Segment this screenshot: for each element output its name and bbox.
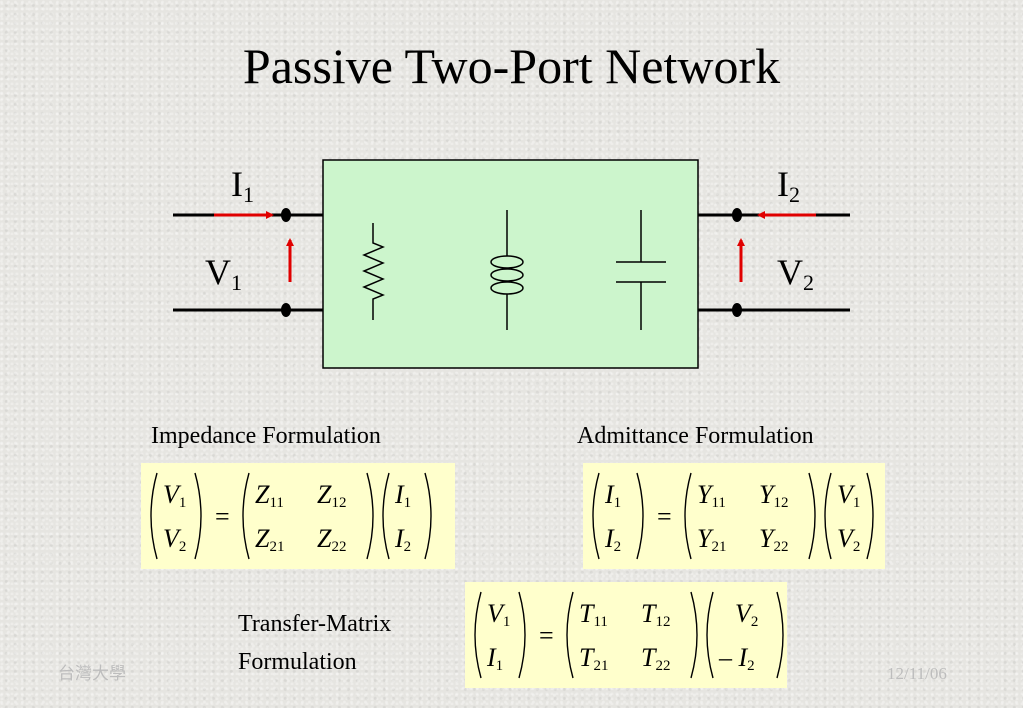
left-paren [242, 472, 250, 560]
transfer-rhs-2: – I2 [718, 643, 755, 674]
network-box [322, 159, 699, 369]
right-paren [424, 472, 432, 560]
admittance-rhs-2: V2 [837, 524, 860, 555]
admittance-m12: Y12 [759, 480, 788, 511]
admittance-m22: Y22 [759, 524, 788, 555]
admittance-heading: Admittance Formulation [577, 423, 814, 449]
footer-date: 12/11/06 [887, 664, 947, 683]
admittance-m21: Y21 [697, 524, 726, 555]
slide-title: Passive Two-Port Network [242, 38, 781, 94]
transfer-rhs-1: V2 [735, 599, 758, 630]
transfer-m12: T12 [641, 599, 670, 630]
port-label-i2: I2 [777, 164, 800, 207]
transfer-m21: T21 [579, 643, 608, 674]
impedance-lhs-2: V2 [163, 524, 186, 555]
admittance-rhs-1: V1 [837, 480, 860, 511]
admittance-lhs-1: I1 [604, 480, 621, 511]
impedance-lhs-1: V1 [163, 480, 186, 511]
right-paren [194, 472, 202, 560]
equals-sign: = [539, 621, 554, 650]
terminal-node-right-top [732, 208, 742, 222]
left-paren [150, 472, 158, 560]
right-paren [366, 472, 374, 560]
resistor-symbol [362, 223, 385, 320]
footer-institution: 台灣大學 [58, 664, 126, 683]
port-label-v2: V2 [777, 252, 814, 295]
port-label-i1: I1 [231, 164, 254, 207]
right-paren [808, 472, 816, 560]
left-paren [824, 472, 832, 560]
impedance-rhs-1: I1 [394, 480, 411, 511]
terminal-node-right-bottom [732, 303, 742, 317]
equals-sign: = [215, 502, 230, 531]
impedance-m12: Z12 [317, 480, 346, 511]
equals-sign: = [657, 502, 672, 531]
right-paren [518, 591, 526, 679]
capacitor-symbol [616, 210, 666, 330]
left-paren [382, 472, 390, 560]
left-paren [706, 591, 714, 679]
left-paren [592, 472, 600, 560]
transfer-heading-line1: Transfer-Matrix [238, 611, 392, 637]
impedance-rhs-2: I2 [394, 524, 411, 555]
impedance-heading: Impedance Formulation [151, 423, 381, 449]
impedance-m11: Z11 [255, 480, 284, 511]
impedance-m21: Z21 [255, 524, 284, 555]
admittance-lhs-2: I2 [604, 524, 621, 555]
left-paren [566, 591, 574, 679]
transfer-lhs-1: V1 [487, 599, 510, 630]
left-paren [474, 591, 482, 679]
inductor-symbol [490, 210, 524, 330]
terminal-node-left-bottom [281, 303, 291, 317]
right-paren [636, 472, 644, 560]
transfer-lhs-2: I1 [486, 643, 503, 674]
impedance-m22: Z22 [317, 524, 346, 555]
terminal-node-left-top [281, 208, 291, 222]
left-paren [684, 472, 692, 560]
transfer-heading-line2: Formulation [238, 649, 357, 675]
right-paren [690, 591, 698, 679]
transfer-m22: T22 [641, 643, 670, 674]
port-label-v1: V1 [205, 252, 242, 295]
right-paren [776, 591, 784, 679]
transfer-m11: T11 [579, 599, 608, 630]
admittance-m11: Y11 [697, 480, 726, 511]
right-paren [866, 472, 874, 560]
